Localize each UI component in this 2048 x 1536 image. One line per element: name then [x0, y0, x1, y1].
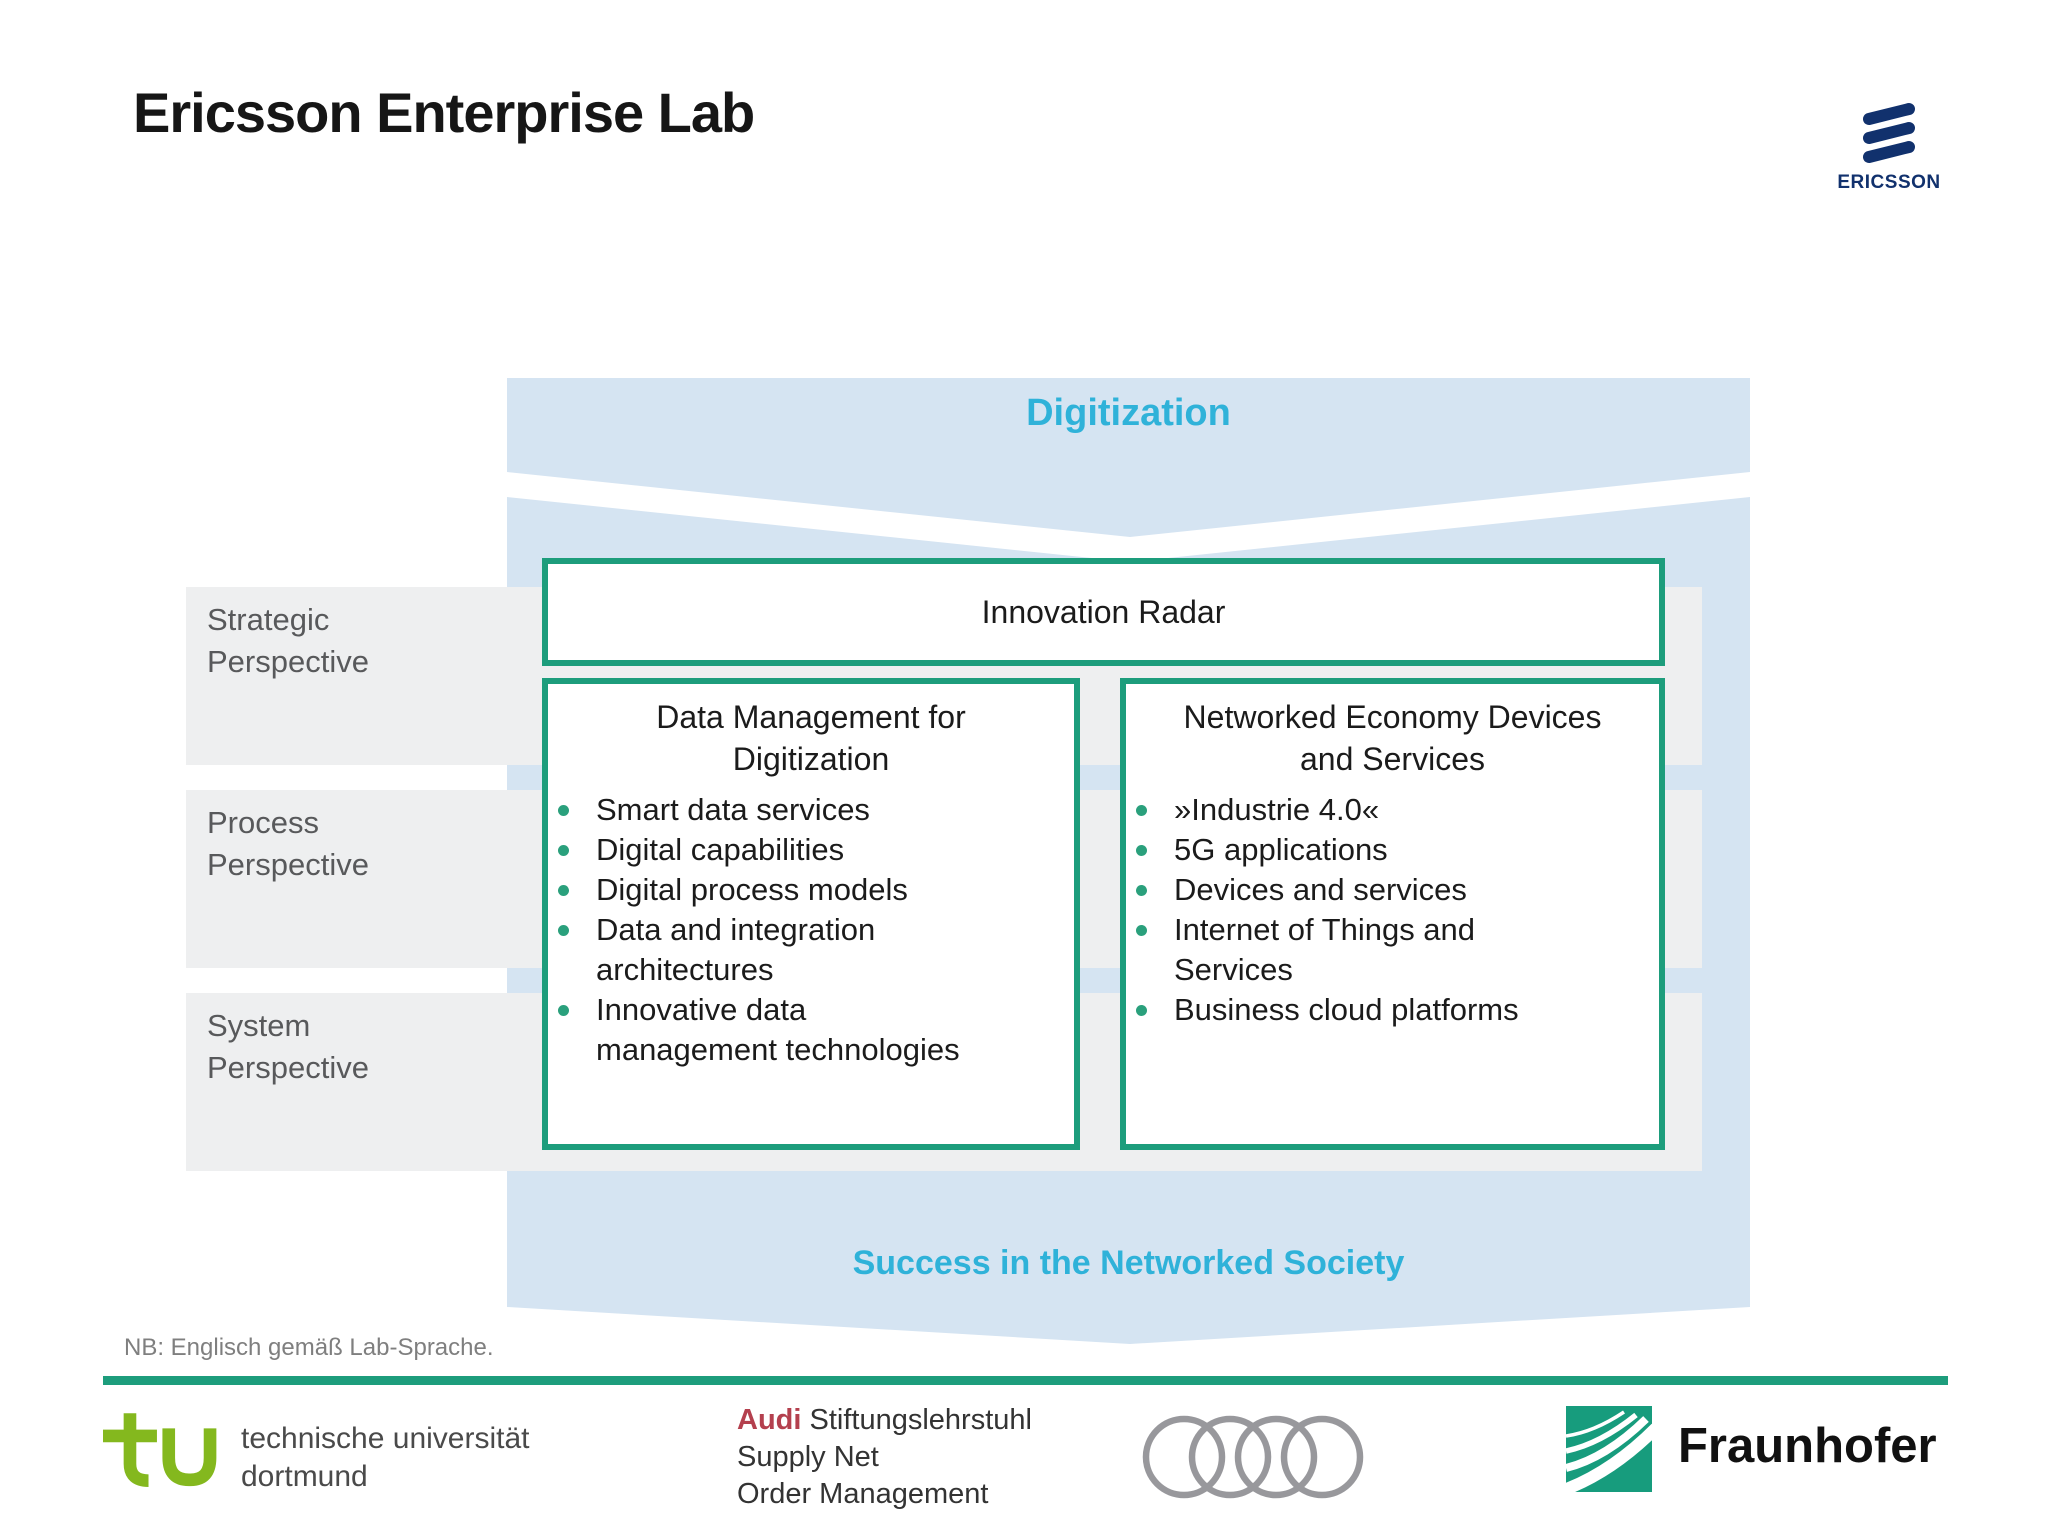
bullet-item: Digital process models: [548, 870, 1060, 910]
box-title: Networked Economy Devices and Services: [1183, 699, 1602, 777]
bullet-item: Innovative data management technologies: [548, 990, 1060, 1070]
bullet-item: Digital capabilities: [548, 830, 1060, 870]
bullet-list: Smart data services Digital capabilities…: [548, 790, 1074, 1070]
bullet-item: Smart data services: [548, 790, 1060, 830]
fraunhofer-wordmark: Fraunhofer: [1678, 1419, 1937, 1473]
footer-divider: [103, 1376, 1948, 1385]
audi-brand: Audi: [737, 1404, 802, 1436]
bullet-item: Data and integration architectures: [548, 910, 1060, 990]
fraunhofer-square-icon: [1566, 1406, 1652, 1492]
audi-chair-title: Stiftungslehrstuhl: [809, 1404, 1032, 1436]
tu-name: technische universität dortmund: [241, 1422, 530, 1493]
audi-chair-line1: Audi Stiftungslehrstuhl: [737, 1402, 1032, 1439]
bullet-item: 5G applications: [1126, 830, 1645, 870]
top-banner-label: Digitization: [1026, 392, 1231, 434]
top-banner-shape: [507, 378, 1750, 537]
perspective-label: Strategic Perspective: [207, 602, 369, 679]
innovation-radar-box: Innovation Radar: [542, 558, 1665, 666]
bullet-item: »Industrie 4.0«: [1126, 790, 1645, 830]
tu-glyph-icon: [103, 1413, 217, 1487]
bullet-item: Internet of Things and Services: [1126, 910, 1645, 990]
innovation-radar-label: Innovation Radar: [981, 593, 1226, 630]
audi-chair-line2: Supply Net: [737, 1441, 879, 1473]
tu-dortmund-logo: technische universität dortmund: [103, 1406, 530, 1498]
fraunhofer-logo: Fraunhofer: [1566, 1406, 1937, 1492]
content-box-networked-economy: Networked Economy Devices and Services »…: [1120, 678, 1665, 1150]
bullet-item: Business cloud platforms: [1126, 990, 1645, 1030]
footnote: NB: Englisch gemäß Lab-Sprache.: [124, 1334, 494, 1361]
content-box-data-management: Data Management for Digitization Smart d…: [542, 678, 1080, 1150]
box-title: Data Management for Digitization: [656, 699, 966, 777]
audi-rings-icon: [1142, 1415, 1364, 1499]
audi-chair-text: Audi Stiftungslehrstuhl Supply Net Order…: [737, 1402, 1032, 1513]
ericsson-logo: ERICSSON: [1824, 102, 1954, 194]
bullet-list: »Industrie 4.0« 5G applications Devices …: [1126, 790, 1659, 1030]
perspective-label: Process Perspective: [207, 805, 369, 882]
bullet-item: Devices and services: [1126, 870, 1645, 910]
page-title: Ericsson Enterprise Lab: [133, 81, 755, 144]
bottom-banner-label: Success in the Networked Society: [852, 1244, 1405, 1282]
ericsson-wordmark: ERICSSON: [1837, 172, 1941, 193]
audi-chair-line3: Order Management: [737, 1478, 989, 1510]
perspective-label: System Perspective: [207, 1008, 369, 1085]
ericsson-bars-icon: [1863, 103, 1915, 163]
